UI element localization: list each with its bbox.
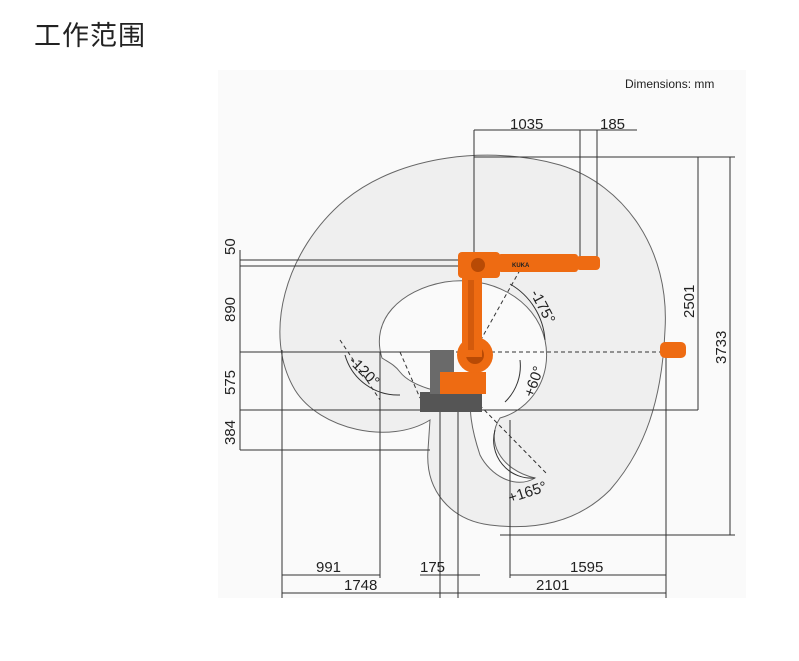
robot-ghost-tool (660, 342, 686, 358)
dim-top-185: 185 (600, 116, 625, 133)
dim-left-50: 50 (222, 238, 239, 255)
brand-label: KUKA (512, 263, 530, 269)
dim-bottom-175: 175 (420, 559, 445, 576)
dim-left-890: 890 (222, 297, 239, 322)
dim-right-3733: 3733 (713, 331, 730, 364)
dim-top-1035: 1035 (510, 116, 543, 133)
robot-base (420, 392, 482, 412)
units-note: Dimensions: mm (625, 77, 714, 91)
dim-bottom-991: 991 (316, 559, 341, 576)
dim-bottom-2101: 2101 (536, 577, 569, 594)
dim-bottom-1595: 1595 (570, 559, 603, 576)
robot-arm: KUKA (440, 252, 600, 394)
dim-right-2501: 2501 (681, 285, 698, 318)
page-title: 工作范围 (34, 21, 146, 52)
dim-bottom-1748: 1748 (344, 577, 377, 594)
dim-left-384: 384 (222, 420, 239, 445)
dim-left-575: 575 (222, 370, 239, 395)
